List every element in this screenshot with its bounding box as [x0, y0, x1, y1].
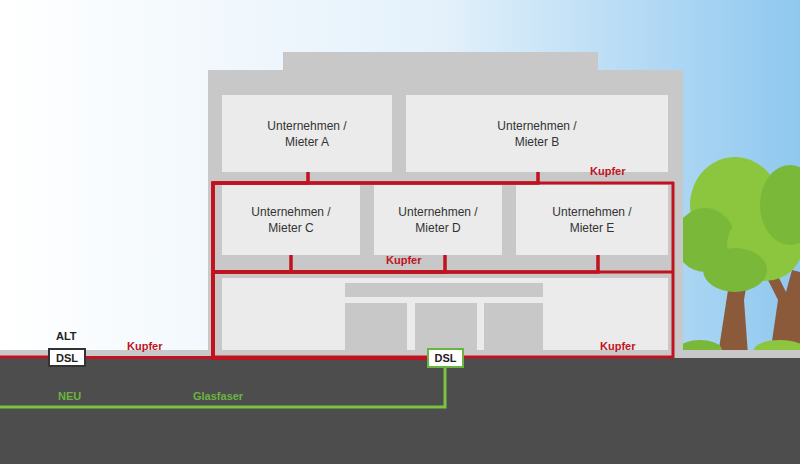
dsl-label: DSL [435, 352, 457, 364]
tenant-unit: Unternehmen / Mieter E [516, 185, 668, 255]
wire-label: Glasfaser [193, 390, 243, 402]
copper-line [213, 172, 538, 358]
wire-label: ALT [56, 330, 77, 342]
shop-window [484, 303, 543, 358]
tenant-unit: Unternehmen / Mieter B [406, 95, 668, 172]
road [0, 358, 800, 464]
trees [675, 157, 800, 360]
building [208, 70, 683, 358]
copper-line [213, 255, 598, 358]
sidewalk [0, 350, 800, 358]
tenant-label: Unternehmen / Mieter A [255, 118, 359, 150]
tenant-unit: Unternehmen / Mieter D [374, 185, 502, 255]
fibre-line [0, 368, 445, 407]
shop-sign [345, 283, 543, 297]
tenant-label: Unternehmen / Mieter D [386, 204, 490, 236]
wire-label: Kupfer [127, 340, 162, 352]
wire-label: Kupfer [600, 340, 635, 352]
tenant-unit: Unternehmen / Mieter C [222, 185, 360, 255]
tenant-label: Unternehmen / Mieter E [540, 204, 644, 236]
shop-window [345, 303, 407, 358]
dsl-label: DSL [56, 352, 78, 364]
wire-label: NEU [58, 390, 81, 402]
copper-line [86, 255, 598, 358]
copper-line [86, 255, 291, 358]
copper-line [213, 255, 445, 358]
tenant-label: Unternehmen / Mieter B [485, 118, 589, 150]
ground-floor [222, 278, 668, 358]
copper-wire [0, 182, 674, 358]
copper-line [86, 255, 445, 358]
roof-parapet [283, 52, 598, 72]
dsl-box: DSL [427, 348, 464, 368]
wire-label: Kupfer [590, 165, 625, 177]
wire-label: Kupfer [386, 254, 421, 266]
copper-line [86, 172, 538, 358]
copper-line [213, 255, 427, 358]
tenant-unit: Unternehmen / Mieter A [222, 95, 392, 172]
tenant-label: Unternehmen / Mieter C [239, 204, 343, 236]
dsl-box: DSL [48, 348, 86, 367]
